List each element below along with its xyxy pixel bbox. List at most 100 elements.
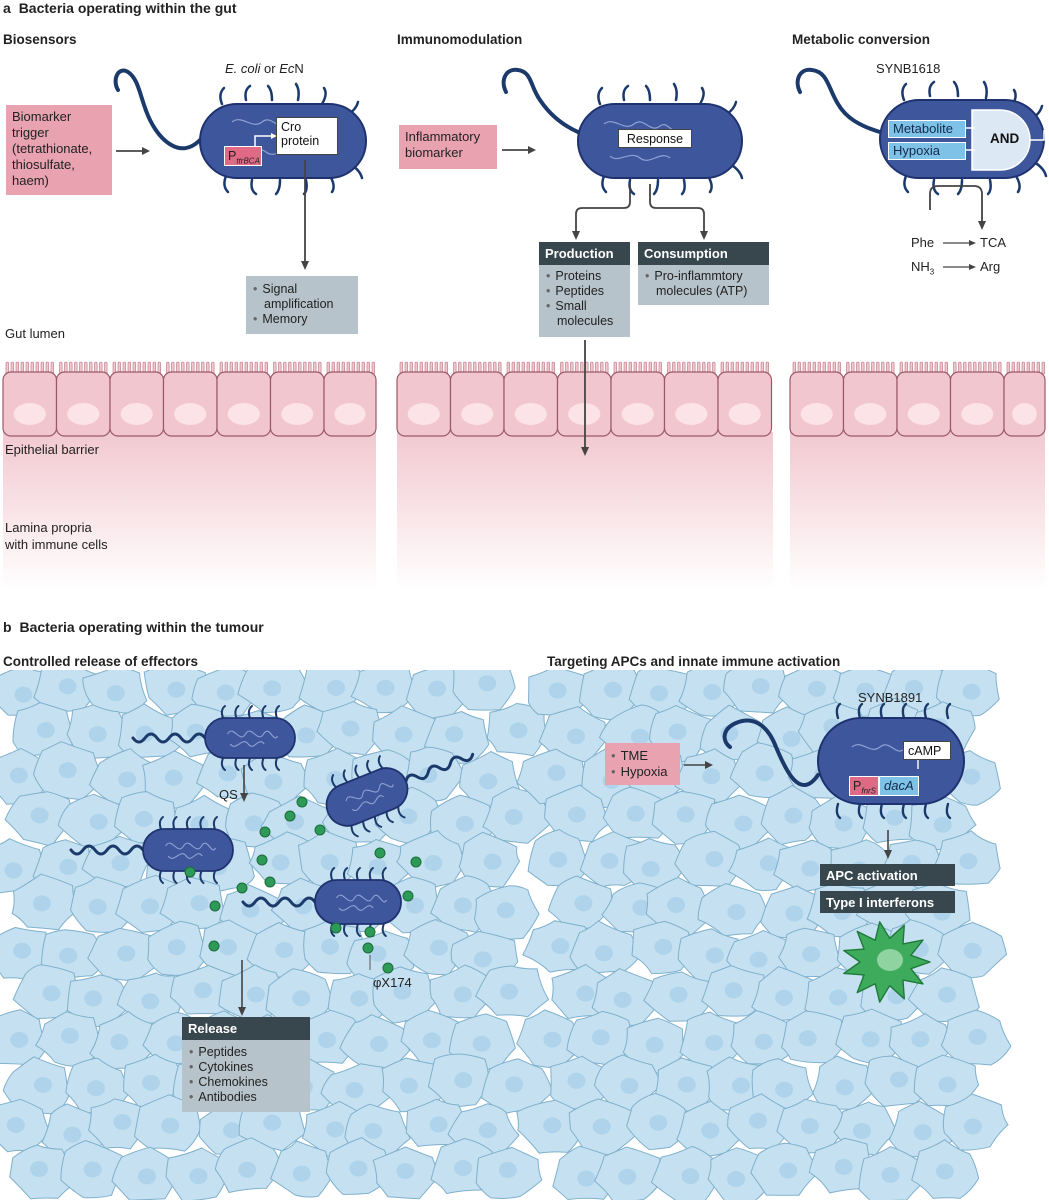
lamina-propria-label: Lamina propria [5, 520, 92, 535]
pilus [234, 757, 240, 771]
tumour-cell-nucleus [364, 1123, 383, 1140]
tumour-cell-nucleus [141, 993, 160, 1010]
hypoxia-input: Hypoxia [888, 142, 966, 160]
tumour-cell-nucleus [483, 853, 502, 870]
flagellum [241, 896, 317, 908]
result-item: Memory [253, 312, 351, 327]
consumption-box: Consumption Pro-inflammtory molecules (A… [638, 242, 769, 305]
tumour-cell-nucleus [327, 679, 346, 696]
tumour-cell-nucleus [734, 815, 753, 832]
tumour-cell-nucleus [676, 806, 695, 823]
tumour-cell-nucleus [963, 942, 982, 959]
promoter-sub: ttrBCA [236, 156, 260, 166]
tumour-cell-nucleus [885, 809, 904, 826]
tumour-cell-nucleus [297, 727, 316, 744]
type-i-interferons-label: Type I interferons [820, 891, 955, 913]
production-item: Proteins [546, 269, 623, 284]
tumour-cell-nucleus [600, 852, 619, 869]
biosensors-heading: Biosensors [3, 32, 77, 47]
metabolic-heading: Metabolic conversion [792, 32, 931, 47]
tumour-cell-nucleus [705, 947, 724, 964]
panel-b-title: b Bacteria operating within the tumour [3, 619, 264, 635]
tumour-cell-nucleus [118, 771, 137, 788]
tumour-cell-nucleus [626, 805, 645, 822]
tumour-cell-nucleus [496, 902, 515, 919]
pilus [220, 705, 226, 719]
tumour-cell-nucleus [86, 1080, 105, 1097]
cell-nucleus [227, 403, 260, 425]
tumour-cell-nucleus [10, 1031, 29, 1048]
tumour-cell-nucleus [505, 1076, 524, 1093]
tumour-cell-nucleus [549, 851, 568, 868]
promoter-fnrs-label: PfnrS [849, 776, 879, 796]
pilus [923, 702, 930, 720]
release-items: Peptides Cytokines Chemokines Antibodies [182, 1040, 310, 1112]
tumour-cell-nucleus [166, 1035, 185, 1052]
strain-part: N [294, 61, 304, 76]
tumour-cell-nucleus [759, 855, 778, 872]
tumour-cell-nucleus [326, 770, 345, 787]
tumour-cell-nucleus [913, 1124, 932, 1141]
synb1891-label: SYNB1891 [858, 690, 923, 705]
tumour-cell-nucleus [551, 938, 570, 955]
tumour-cell-nucleus [701, 1122, 720, 1139]
tumour-cell-nucleus [399, 808, 418, 825]
tumour-cell-nucleus [399, 1077, 418, 1094]
tumour-tissue-diagram [0, 670, 1012, 1200]
tumour-cell-nucleus [88, 726, 107, 743]
pilus [342, 769, 349, 784]
tme-hypoxia-box: TME Hypoxia [605, 743, 680, 785]
output-line: protein [281, 134, 320, 148]
tumour-cell-nucleus [751, 678, 770, 695]
effector-molecule [364, 926, 376, 938]
pilus [158, 870, 164, 884]
tumour-cell-nucleus [962, 683, 981, 700]
trigger-line: Inflammatory [405, 129, 481, 144]
cell-nucleus [407, 403, 440, 425]
dna-coil [338, 905, 374, 911]
tumour-cell-nucleus [543, 1031, 562, 1048]
release-item: Peptides [189, 1045, 303, 1060]
qs-label: QS [219, 787, 238, 802]
cell-nucleus [13, 403, 46, 425]
flagellum [795, 67, 882, 134]
tumour-cell-nucleus [292, 1165, 311, 1182]
cell-nucleus [334, 403, 366, 425]
tumour-cell-nucleus [189, 1168, 208, 1185]
cell-nucleus [675, 403, 708, 425]
gut-lumen-label: Gut lumen [5, 326, 65, 341]
tumour-cell-nucleus [779, 1162, 798, 1179]
tumour-cell-nucleus [727, 904, 746, 921]
pilus [234, 705, 240, 719]
tumour-cell-nucleus [167, 681, 186, 698]
flagellum [501, 67, 580, 134]
cell-nucleus [461, 403, 494, 425]
pilus [331, 774, 337, 788]
tumour-cell-nucleus [548, 682, 567, 699]
tumour-cell-nucleus [613, 991, 632, 1008]
tumour-cell-nucleus [6, 1117, 25, 1134]
apc-cell [843, 921, 931, 1003]
tumour-cell-nucleus [473, 951, 492, 968]
response-label: Response [618, 129, 692, 148]
release-item: Cytokines [189, 1060, 303, 1075]
effector-molecule [296, 796, 308, 808]
tumour-cell-nucleus [705, 1034, 724, 1051]
effector-molecule [256, 854, 268, 866]
tumour-cell-nucleus [216, 684, 235, 701]
pilus [945, 802, 952, 820]
dna-coil [167, 853, 203, 859]
result-item: Signal [253, 282, 351, 297]
tumour-cell-nucleus [968, 1028, 987, 1045]
arg-label: Arg [980, 259, 1001, 274]
tumour-cell-nucleus [370, 1035, 389, 1052]
tumour-cell-nucleus [218, 765, 237, 782]
strain-part: Ec [279, 61, 295, 76]
lamina-propria-1 [3, 432, 376, 590]
tumour-cell-nucleus [84, 990, 103, 1007]
tumour-cell-nucleus [775, 1081, 794, 1098]
tumour-cell-nucleus [591, 1029, 610, 1046]
tumour-cell-nucleus [567, 806, 586, 823]
pilus [261, 705, 267, 719]
effector-molecule [259, 826, 271, 838]
